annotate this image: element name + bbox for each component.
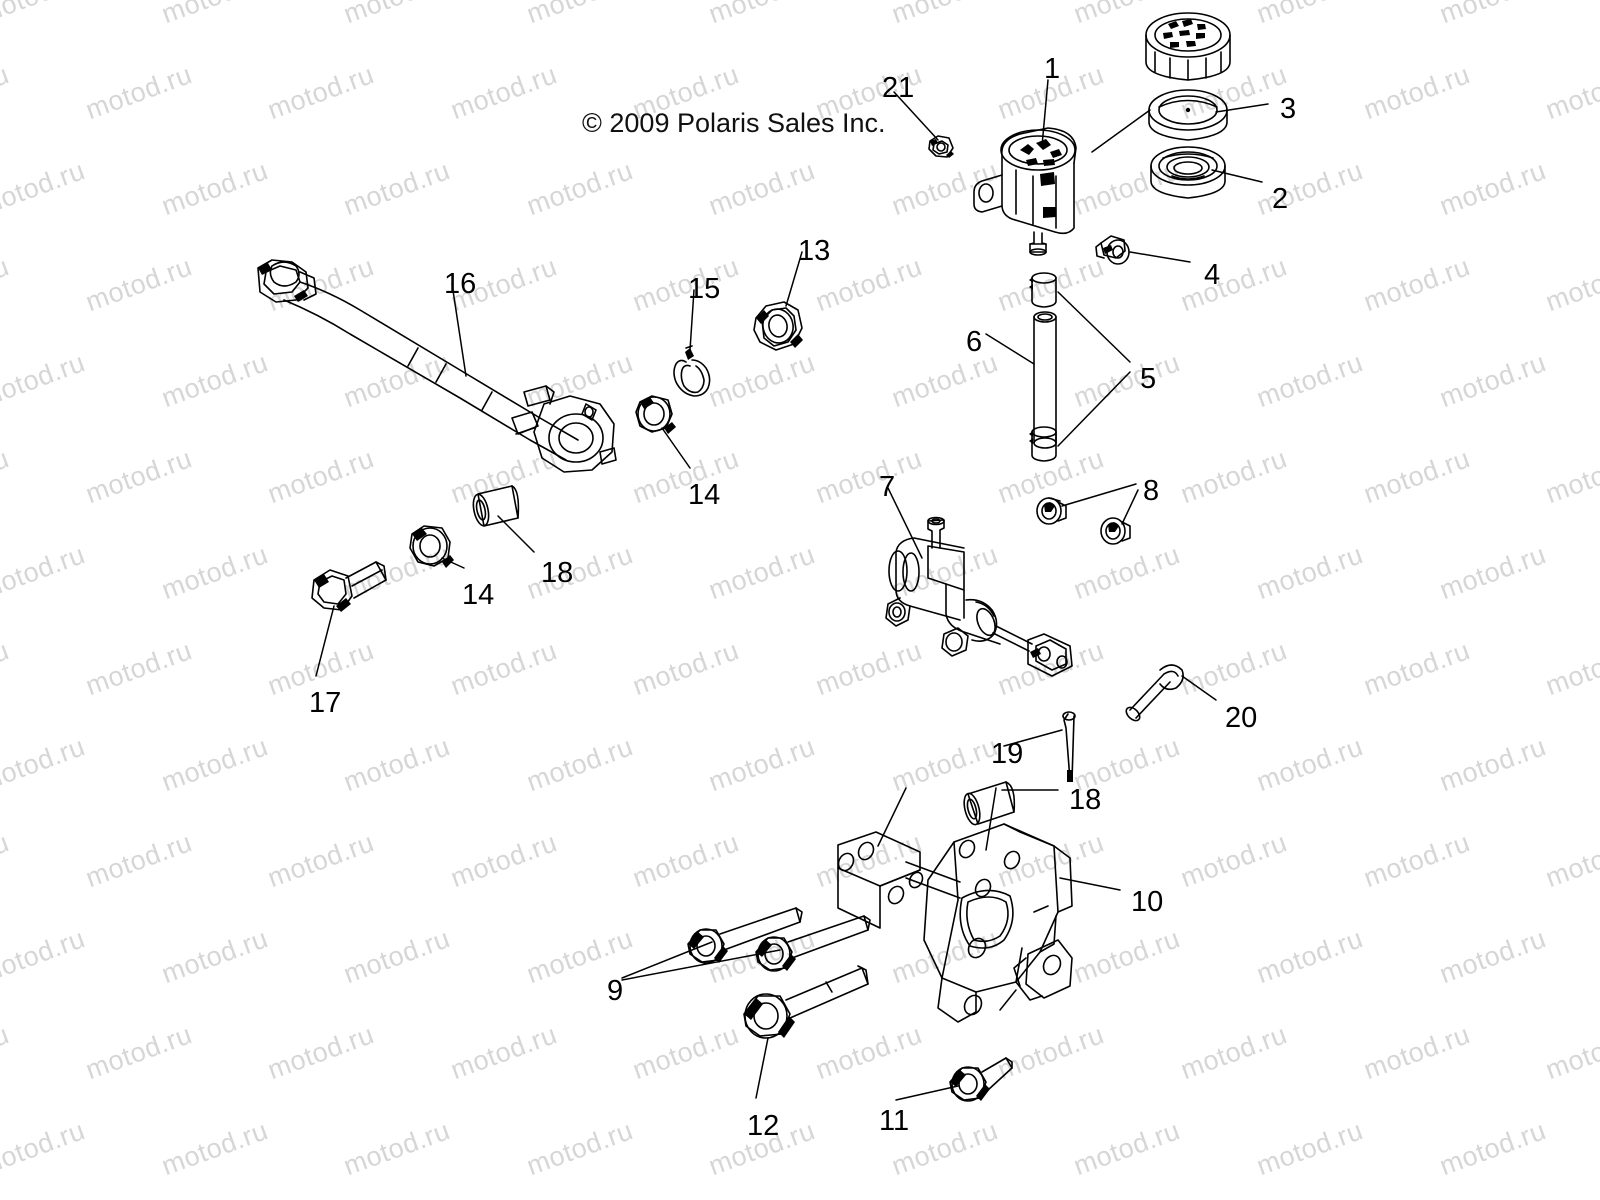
callout-flange-bolt-lower: 11 [879, 1105, 910, 1137]
callout-reservoir-diaphragm: 3 [1280, 93, 1297, 125]
callout-clevis-pin: 20 [1225, 702, 1258, 734]
callout-mounting-bracket: 10 [1131, 886, 1164, 918]
callout-pedal-bushing-upper: 14 [688, 479, 721, 511]
part-mounting-nut [928, 135, 954, 158]
callout-hose-clamp: 5 [1140, 363, 1157, 395]
part-rear-master-cylinder [885, 516, 1073, 677]
part-mounting-bracket [837, 823, 1073, 1023]
callout-mounting-nut: 21 [882, 72, 915, 104]
part-flange-bolt-lower [949, 1057, 1013, 1102]
part-reservoir-cap-ring [1150, 146, 1226, 199]
part-banjo-fitting [1095, 235, 1130, 265]
callout-pedal-bushing-lower: 14 [462, 579, 495, 611]
part-spacer-left [472, 485, 520, 527]
part-hose-clamp-upper [1029, 272, 1057, 308]
callout-pivot-bolt: 17 [309, 687, 342, 719]
part-pedal-bushing-upper [635, 395, 676, 434]
copyright-notice: © 2009 Polaris Sales Inc. [582, 108, 886, 138]
leader-lines [315, 79, 1269, 1101]
callout-socket-bolt: 8 [1143, 475, 1160, 507]
part-pivot-bolt [311, 561, 387, 612]
callout-retaining-clip: 15 [688, 273, 721, 305]
part-reservoir-hose [1033, 311, 1057, 449]
part-flange-bolt-b [755, 915, 871, 972]
part-master-cylinder-reservoir [973, 127, 1077, 256]
callout-pivot-nut: 13 [798, 235, 831, 267]
part-cotter-pin [1062, 711, 1076, 782]
part-flange-bolt-a [687, 907, 803, 964]
callout-cotter-pin: 19 [991, 738, 1024, 770]
part-clevis-pin [1125, 664, 1184, 722]
callout-brake-pedal-lever: 16 [444, 268, 477, 300]
part-spacer-right [963, 781, 1016, 826]
part-pivot-nut [753, 301, 803, 351]
part-reservoir-knurled-cap [1145, 12, 1231, 81]
callout-master-cylinder-reservoir: 1 [1044, 53, 1061, 85]
part-hose-clamp-lower [1029, 426, 1057, 462]
callout-rear-master-cylinder: 7 [879, 471, 896, 503]
part-reservoir-diaphragm [1148, 89, 1228, 141]
callout-reservoir-hose: 6 [966, 326, 983, 358]
callout-reservoir-cap-ring: 2 [1272, 183, 1289, 215]
part-brake-pedal-lever [257, 259, 617, 473]
callout-spacer-right: 18 [1069, 784, 1102, 816]
callout-flange-bolt: 9 [607, 975, 624, 1007]
part-long-flange-bolt [743, 965, 869, 1039]
callout-spacer-left: 18 [541, 557, 574, 589]
part-socket-bolt-lower [1100, 517, 1131, 545]
callout-long-flange-bolt: 12 [747, 1110, 780, 1142]
callout-banjo-fitting: 4 [1204, 259, 1221, 291]
part-pedal-bushing-lower [409, 525, 454, 568]
part-retaining-clip [673, 345, 711, 397]
part-socket-bolt-upper [1036, 497, 1067, 525]
